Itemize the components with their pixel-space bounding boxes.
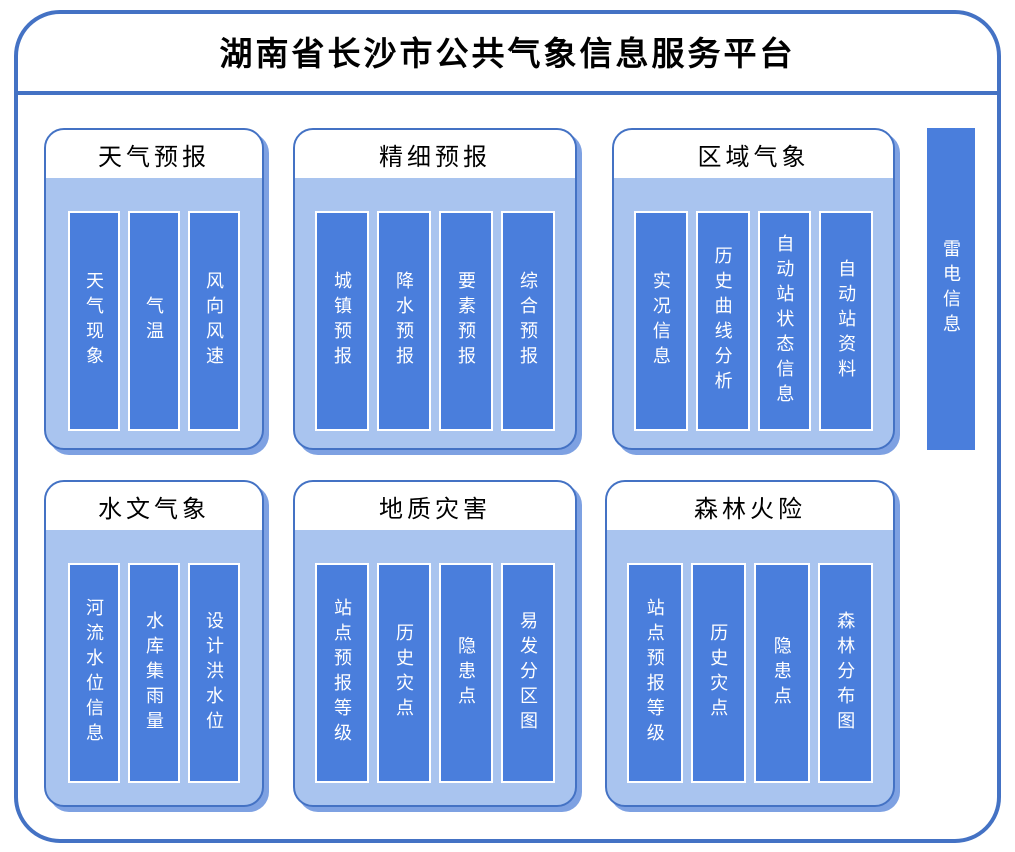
item-bar-town-forecast: 城镇预报 [315,211,369,431]
item-bar-susceptibility-zone-map: 易发分区图 [501,563,555,783]
item-label: 设计洪水位 [204,610,224,736]
panel-weather-forecast-body: 天气现象 气温 风向风速 [46,178,262,431]
panel-hydrology-body: 河流水位信息 水库集雨量 设计洪水位 [46,530,262,783]
panel-forest-fire-title: 森林火险 [607,482,893,530]
item-bar-precipitation-forecast: 降水预报 [377,211,431,431]
panel-regional-meteorology-title: 区域气象 [614,130,893,178]
panel-regional-meteorology: 区域气象 实况信息 历史曲线分析 自动站状态信息 自动站资料 [612,128,895,450]
frame-header: 湖南省长沙市公共气象信息服务平台 [14,10,1001,95]
panel-hydrology: 水文气象 河流水位信息 水库集雨量 设计洪水位 [44,480,264,807]
item-label: 城镇预报 [332,271,352,371]
item-bar-reservoir-rainfall: 水库集雨量 [128,563,180,783]
item-label: 隐患点 [456,635,476,711]
panel-regional-meteorology-body: 实况信息 历史曲线分析 自动站状态信息 自动站资料 [614,178,893,431]
item-label: 实况信息 [650,271,671,371]
item-label: 风向风速 [204,271,224,371]
panel-geological-disaster: 地质灾害 站点预报等级 历史灾点 隐患点 易发分区图 [293,480,577,807]
item-bar-history-curve: 历史曲线分析 [695,211,750,431]
lightning-info-bar: 雷电信息 [927,128,975,450]
item-bar-hidden-danger-points: 隐患点 [439,563,493,783]
item-label: 天气现象 [84,271,104,371]
item-label: 降水预报 [394,271,414,371]
item-label: 水库集雨量 [144,610,164,736]
item-label: 站点预报等级 [332,598,352,748]
item-bar-forest-distribution-map: 森林分布图 [817,563,873,783]
panel-hydrology-title: 水文气象 [46,482,262,530]
item-bar-hidden-danger-points: 隐患点 [754,563,810,783]
item-label: 森林分布图 [835,610,856,736]
item-label: 隐患点 [771,635,792,711]
panel-geological-disaster-body: 站点预报等级 历史灾点 隐患点 易发分区图 [295,530,575,783]
item-bar-element-forecast: 要素预报 [439,211,493,431]
item-label: 历史灾点 [394,623,414,723]
item-bar-historical-disaster-points: 历史灾点 [690,563,746,783]
panel-forest-fire-body: 站点预报等级 历史灾点 隐患点 森林分布图 [607,530,893,783]
item-label: 要素预报 [456,271,476,371]
page-title: 湖南省长沙市公共气象信息服务平台 [219,34,796,72]
item-bar-weather-phenomena: 天气现象 [68,211,120,431]
item-bar-comprehensive-forecast: 综合预报 [501,211,555,431]
panel-fine-forecast: 精细预报 城镇预报 降水预报 要素预报 综合预报 [293,128,577,450]
item-bar-historical-disaster-points: 历史灾点 [377,563,431,783]
item-label: 自动站资料 [836,258,857,384]
item-bar-live-info: 实况信息 [634,211,688,431]
item-bar-station-forecast-level: 站点预报等级 [627,563,683,783]
item-bar-design-flood-level: 设计洪水位 [188,563,240,783]
lightning-info-label: 雷电信息 [941,239,961,339]
panel-fine-forecast-body: 城镇预报 降水预报 要素预报 综合预报 [295,178,575,431]
item-label: 易发分区图 [518,610,538,736]
panel-geological-disaster-title: 地质灾害 [295,482,575,530]
item-label: 历史曲线分析 [712,246,733,396]
panel-weather-forecast-title: 天气预报 [46,130,262,178]
item-bar-station-data: 自动站资料 [819,211,873,431]
item-bar-river-level: 河流水位信息 [68,563,120,783]
item-label: 综合预报 [518,271,538,371]
panel-forest-fire: 森林火险 站点预报等级 历史灾点 隐患点 森林分布图 [605,480,895,807]
item-label: 气温 [144,296,164,346]
item-label: 历史灾点 [708,623,729,723]
item-label: 河流水位信息 [84,598,104,748]
item-bar-temperature: 气温 [128,211,180,431]
item-label: 站点预报等级 [644,598,665,748]
panel-weather-forecast: 天气预报 天气现象 气温 风向风速 [44,128,264,450]
panel-fine-forecast-title: 精细预报 [295,130,575,178]
item-bar-station-forecast-level: 站点预报等级 [315,563,369,783]
item-label: 自动站状态信息 [774,233,795,409]
item-bar-station-status: 自动站状态信息 [757,211,812,431]
item-bar-wind: 风向风速 [188,211,240,431]
